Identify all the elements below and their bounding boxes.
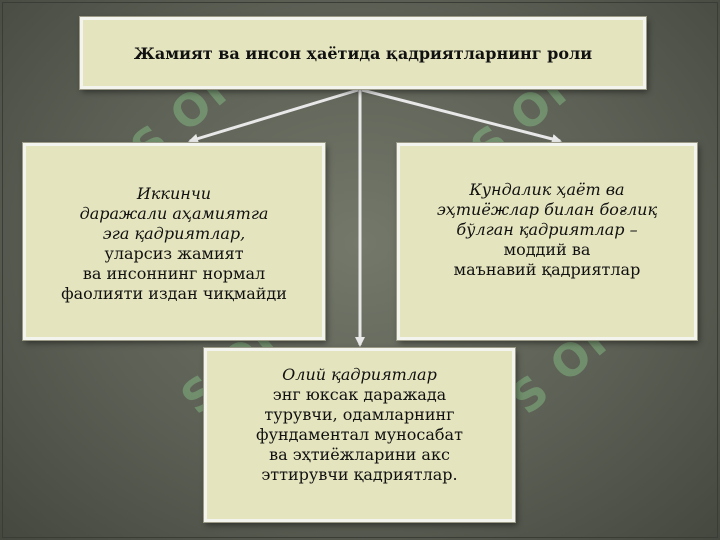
box-text-line: эҳтиёжлар билан боғлиқ — [436, 200, 658, 219]
box-text-line: даражали аҳамиятга — [79, 204, 269, 223]
box-text-line: Кундалик ҳаёт ва — [469, 180, 625, 199]
secondary-values-box: Иккинчи даражали аҳамиятга эга қадриятла… — [22, 142, 326, 341]
box-text-line: Олий қадриятлар — [282, 365, 437, 384]
supreme-values-box: Олий қадриятлар энг юксак даражада турув… — [203, 347, 516, 523]
diagram-title: Жамият ва инсон ҳаётида қадриятларнинг р… — [133, 43, 593, 63]
box-text-line: ва инсоннинг нормал — [82, 264, 266, 283]
box-text-line: энг юксак даражада — [272, 385, 447, 404]
box-text-line: моддий ва — [503, 240, 591, 259]
title-box: Жамият ва инсон ҳаётида қадриятларнинг р… — [79, 16, 647, 90]
box-text-line: эттирувчи қадриятлар. — [261, 465, 458, 484]
box-text-line: эга қадриятлар, — [102, 224, 246, 243]
arrow-to-left — [188, 88, 359, 144]
box-text-line: бўлган қадриятлар – — [456, 220, 638, 239]
box-text-line: Иккинчи — [136, 184, 212, 203]
box-text-line: фаолияти издан чиқмайди — [61, 284, 287, 303]
box-text-line: турувчи, одамларнинг — [264, 405, 455, 424]
arrow-to-right — [361, 88, 562, 144]
box-text-line: уларсиз жамият — [104, 244, 244, 263]
box-text-line: фундаментал муносабат — [256, 425, 463, 444]
box-text-line: маънавий қадриятлар — [453, 260, 641, 279]
box-text-line: ва эҳтиёжларини акс — [269, 445, 450, 464]
everyday-values-box: Кундалик ҳаёт ва эҳтиёжлар билан боғлиқ … — [396, 142, 698, 341]
